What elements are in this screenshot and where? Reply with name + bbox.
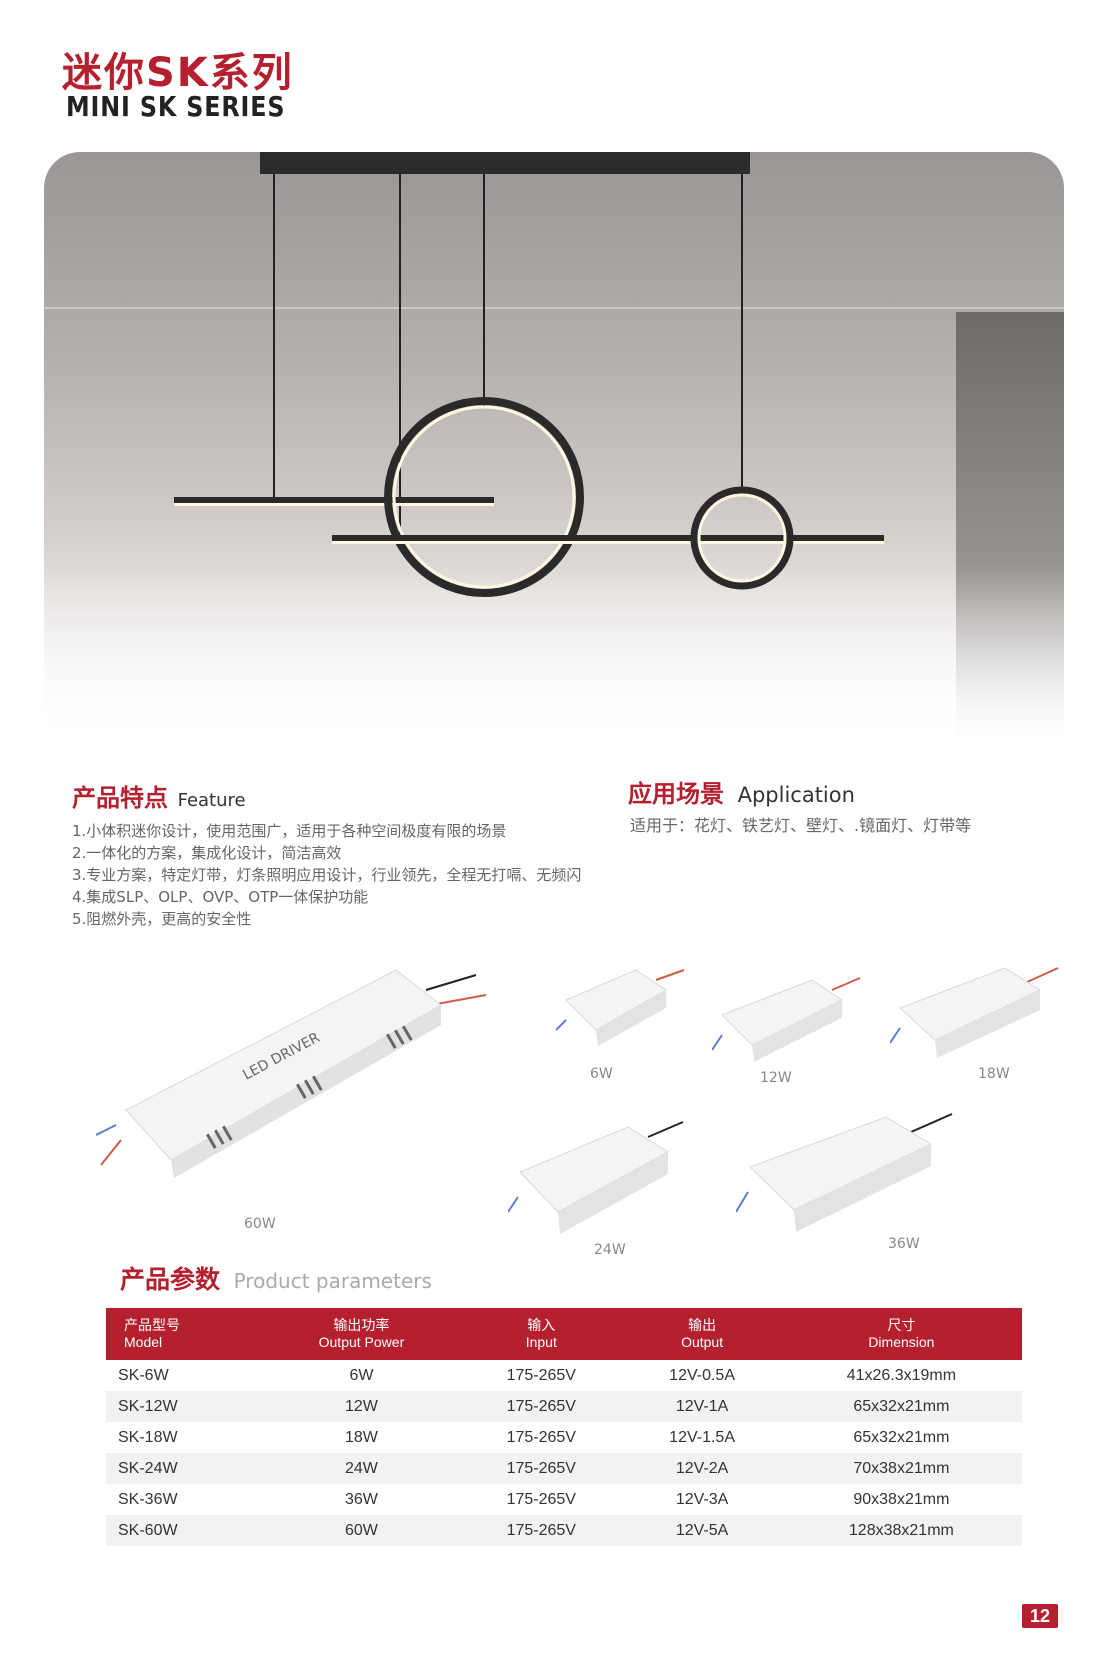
feature-item: 2.一体化的方案，集成化设计，简洁高效 <box>72 844 342 862</box>
params-heading-cn: 产品参数 <box>120 1265 221 1294</box>
product-label-6w: 6W <box>590 1066 613 1082</box>
application-text: 适用于：花灯、铁艺灯、壁灯、.镜面灯、灯带等 <box>630 816 972 835</box>
feature-item: 4.集成SLP、OLP、OVP、OTP一体保护功能 <box>72 888 369 906</box>
ceiling-edge <box>44 307 1064 309</box>
feature-item: 1.小体积迷你设计，使用范围广，适用于各种空间极度有限的场景 <box>72 822 507 840</box>
driver-60w-image: LED DRIVER <box>96 969 487 1178</box>
hero-pendant-lamp-image <box>44 152 1064 744</box>
params-heading: 产品参数 Product parameters <box>120 1260 432 1296</box>
feature-item: 3.专业方案，特定灯带，灯条照明应用设计，行业领先，全程无打嗝、无频闪 <box>72 866 582 884</box>
feature-heading-cn: 产品特点 <box>72 784 168 812</box>
driver-36w-image <box>736 1113 953 1232</box>
page-number: 12 <box>1022 1604 1058 1628</box>
feature-item: 5.阻燃外壳，更高的安全性 <box>72 910 252 928</box>
product-label-12w: 12W <box>760 1070 792 1086</box>
page-title-cn: 迷你SK系列 <box>62 50 294 96</box>
driver-18w-image <box>890 967 1059 1058</box>
product-label-60w: 60W <box>244 1216 276 1232</box>
product-label-18w: 18W <box>978 1066 1010 1082</box>
application-heading-cn: 应用场景 <box>628 780 724 808</box>
application-heading-en: Application <box>737 783 855 807</box>
feature-heading: 产品特点 Feature <box>72 778 246 813</box>
driver-6w-image <box>556 969 685 1046</box>
driver-12w-image <box>712 977 861 1062</box>
page-title-en: MINI SK SERIES <box>66 90 286 123</box>
pendant-lamp-graphic <box>174 152 884 597</box>
params-heading-en: Product parameters <box>233 1269 432 1293</box>
feature-heading-en: Feature <box>177 790 246 811</box>
driver-24w-image <box>508 1121 684 1234</box>
wall-fade <box>44 564 1064 744</box>
feature-list: 1.小体积迷你设计，使用范围广，适用于各种空间极度有限的场景 2.一体化的方案，… <box>72 820 581 930</box>
application-heading: 应用场景 Application <box>628 774 855 809</box>
product-label-24w: 24W <box>594 1242 626 1258</box>
product-label-36w: 36W <box>888 1236 920 1252</box>
